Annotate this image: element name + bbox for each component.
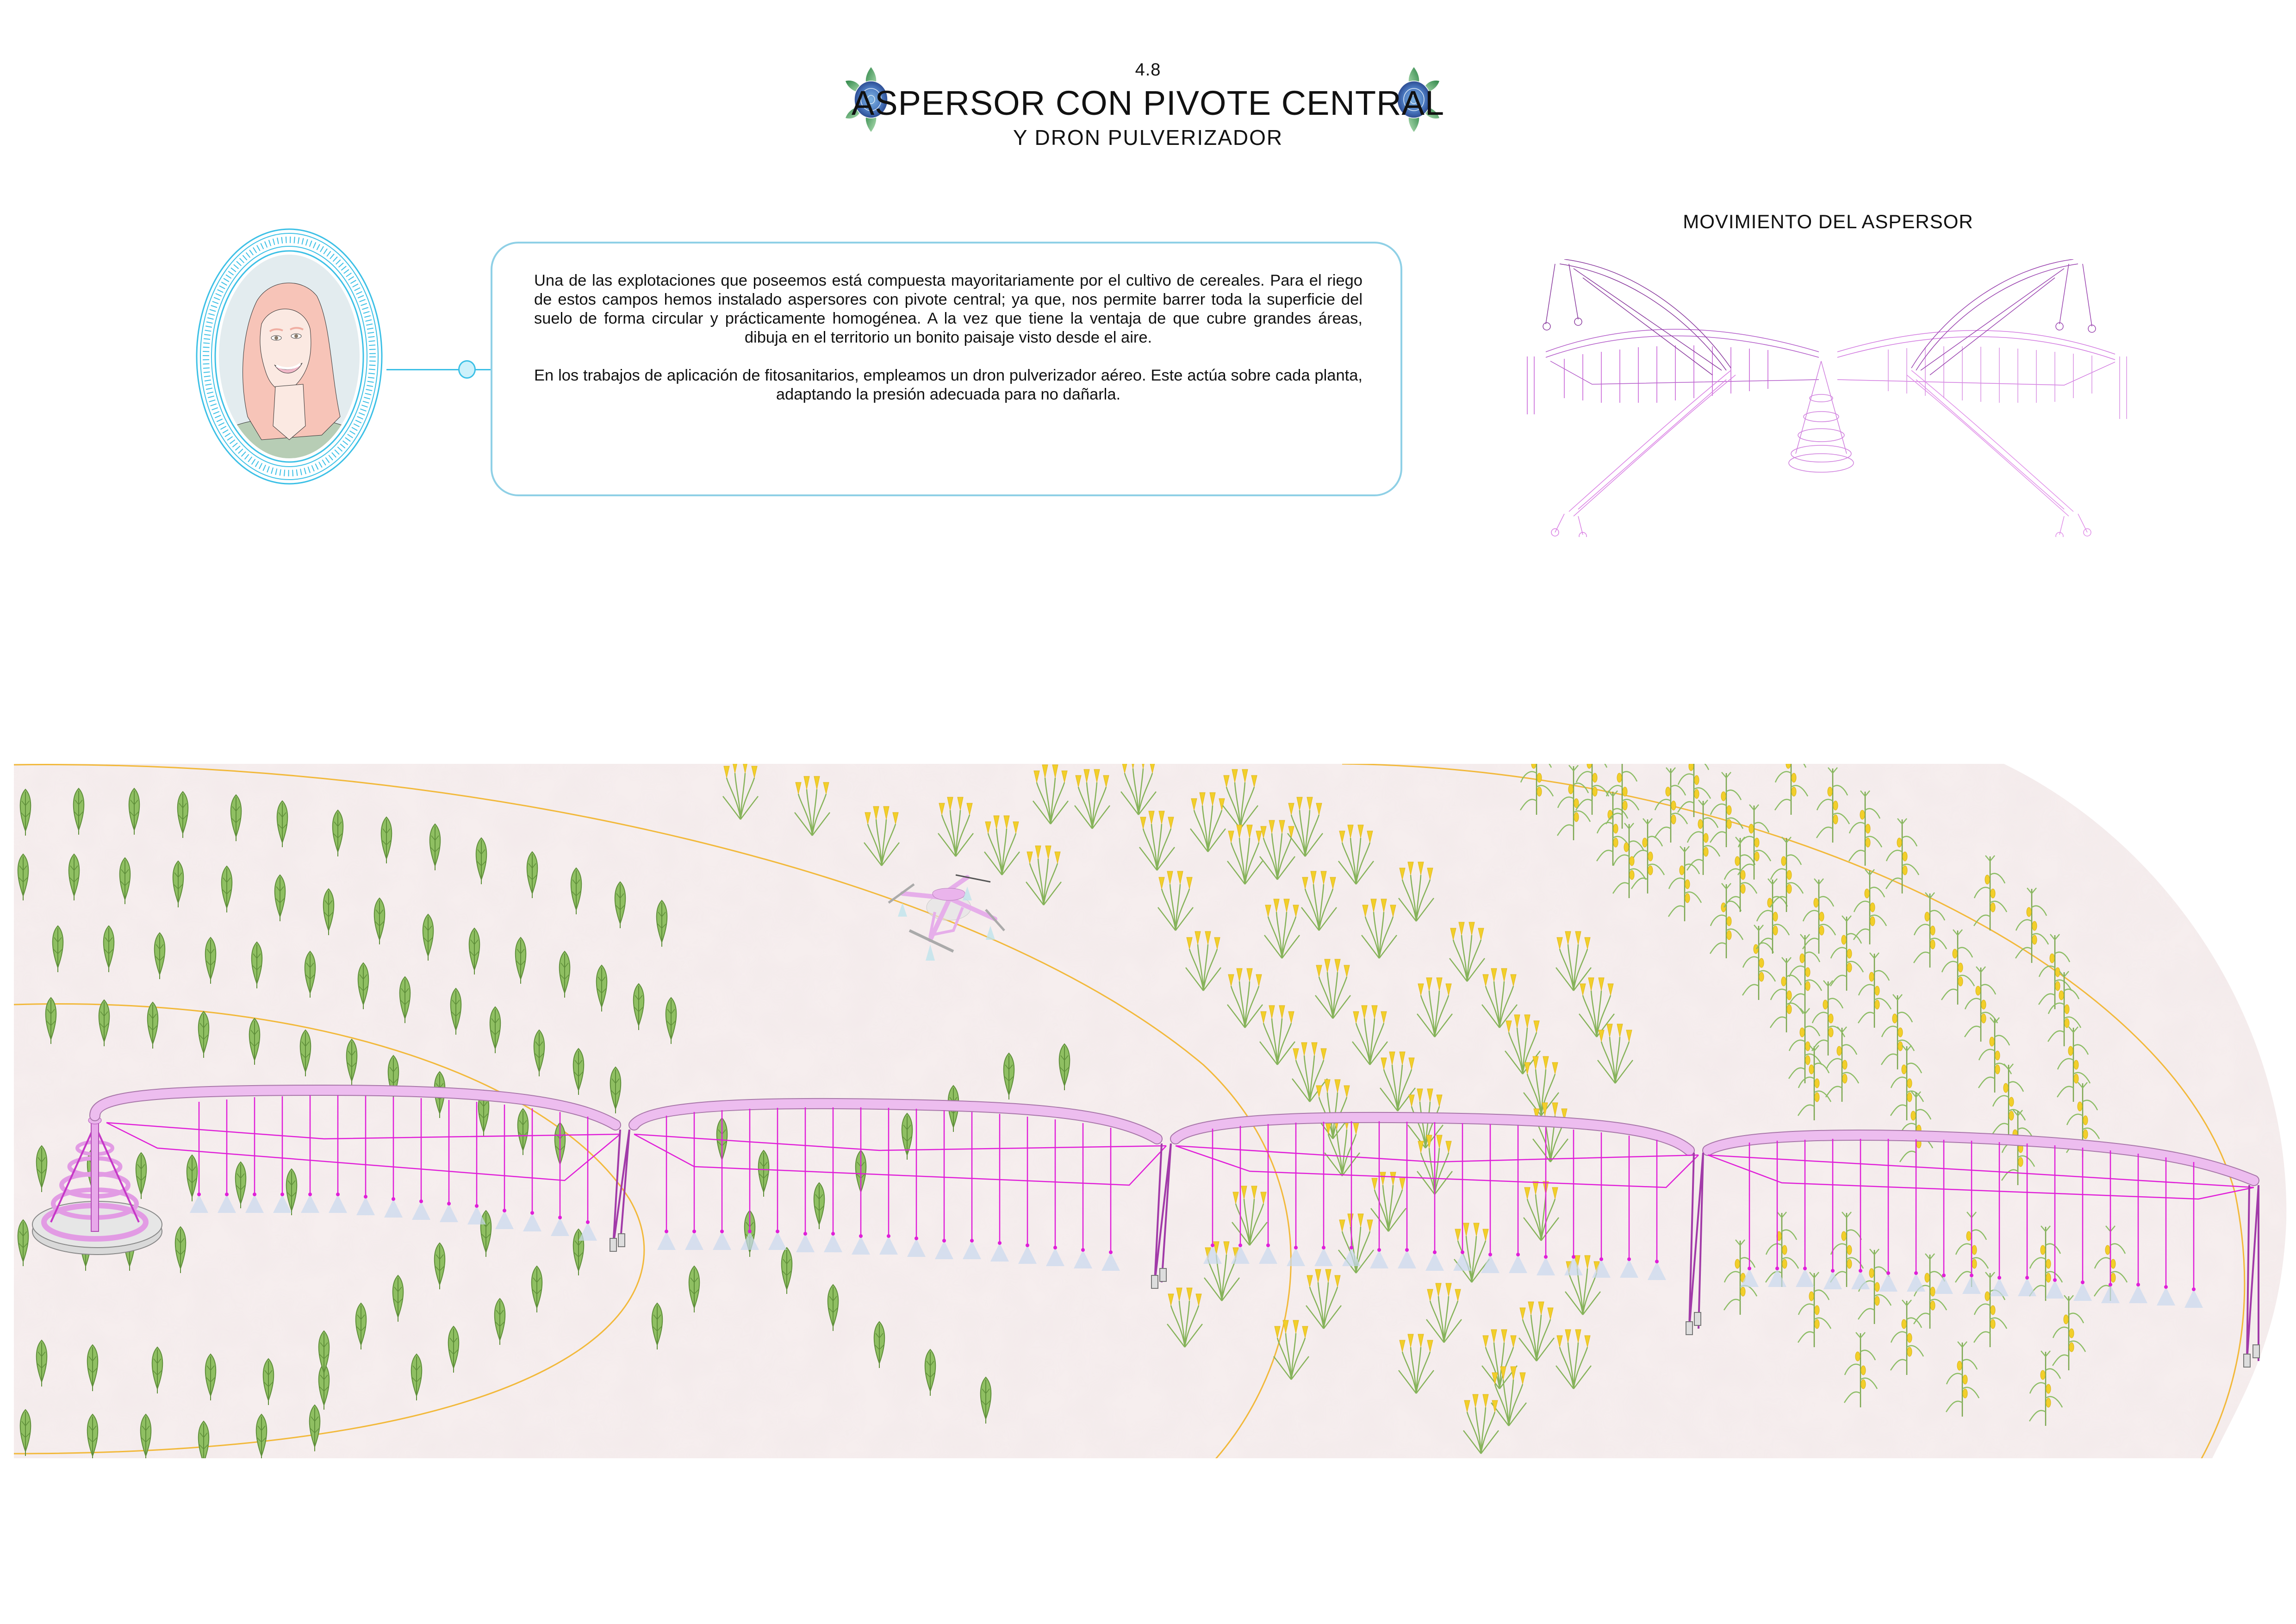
main-pipe xyxy=(89,1084,2259,1186)
movement-title: MOVIMIENTO DEL ASPERSOR xyxy=(1683,211,1973,232)
trusses xyxy=(106,1122,2254,1200)
blueberry-flower-icon-left xyxy=(846,67,888,132)
connector-line xyxy=(386,369,498,370)
dial-frame xyxy=(196,228,383,485)
arm-horizontal-right xyxy=(1837,330,2127,419)
bubble-text: Una de las explotaciones que poseemos es… xyxy=(534,271,1363,404)
arm-diagonal-upleft xyxy=(1543,259,1731,375)
neck xyxy=(273,384,306,440)
speech-bubble: Una de las explotaciones que poseemos es… xyxy=(491,242,1402,496)
page-title: ASPERSOR CON PIVOTE CENTRAL xyxy=(851,84,1445,122)
sprinkler-movement-diagram xyxy=(1527,259,2127,537)
center-pivot-sprinkler xyxy=(32,1084,2260,1368)
field-soil xyxy=(14,764,2287,1458)
section-number: 4.8 xyxy=(1135,60,1161,80)
irrigated-field-illustration xyxy=(14,764,2287,1458)
arm-diagonal-downleft xyxy=(1551,370,1736,537)
arm-horizontal-left xyxy=(1527,329,1819,414)
ring-inner xyxy=(14,1003,645,1455)
drive-towers xyxy=(610,1129,2260,1368)
hanging-drops xyxy=(198,1095,2195,1289)
blueberry-flower-icon-right xyxy=(1397,67,1439,132)
central-pivot-tower xyxy=(1788,361,1854,473)
page-subtitle: Y DRON PULVERIZADOR xyxy=(1013,125,1283,150)
arm-diagonal-downright xyxy=(1906,370,2091,537)
arm-diagonal-upright xyxy=(1911,259,2096,375)
ring-outer xyxy=(1342,764,2246,1458)
farmer-portrait xyxy=(196,228,383,485)
spraying-drone xyxy=(888,874,1005,961)
page-header: 4.8 ASPERSOR CON PIVOTE CENTRAL Y DRON P… xyxy=(0,56,2296,162)
central-pivot-tower xyxy=(32,1116,162,1255)
paragraph-1: Una de las explotaciones que poseemos es… xyxy=(534,272,1363,346)
connector-dot xyxy=(458,360,476,379)
paragraph-2: En los trabajos de aplicación de fitosan… xyxy=(534,367,1363,403)
ring-middle xyxy=(14,764,1292,1458)
